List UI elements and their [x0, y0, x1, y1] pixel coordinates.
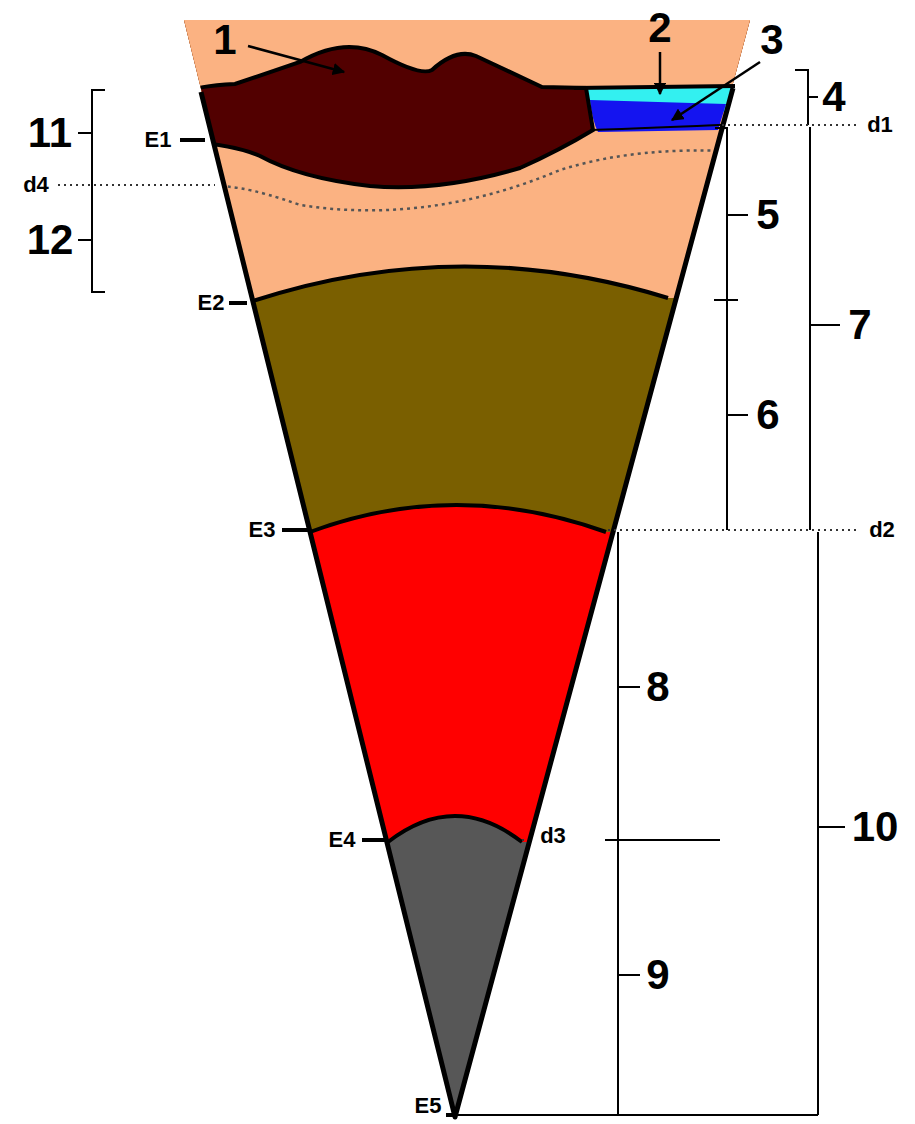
boundary-line — [388, 816, 522, 842]
depth-label: d4 — [23, 174, 49, 196]
boundary-line — [310, 505, 606, 532]
callout-number: 10 — [852, 806, 899, 848]
continental-crust — [190, 47, 593, 187]
callout-number: 3 — [760, 19, 783, 61]
boundary-label: E4 — [329, 829, 356, 851]
outer-core — [0, 0, 915, 842]
depth-label: d3 — [540, 825, 566, 847]
surface-line — [574, 86, 735, 88]
callout-number: 4 — [822, 76, 845, 118]
callout-number: 8 — [646, 666, 669, 708]
cone-outline — [201, 88, 733, 1117]
lower-mantle — [0, 0, 915, 532]
upper-mantle — [0, 0, 915, 304]
arrows — [248, 46, 760, 120]
boundary-line — [244, 266, 668, 304]
brackets — [78, 70, 845, 1115]
callout-number: 6 — [756, 394, 779, 436]
boundary-label: E5 — [415, 1095, 442, 1117]
lithosphere-boundary — [200, 150, 740, 210]
boundary-label: E3 — [249, 519, 276, 541]
callout-number: 7 — [848, 304, 871, 346]
boundary-label: E2 — [198, 292, 225, 314]
boundary-label: E1 — [145, 129, 172, 151]
callout-number: 12 — [27, 219, 74, 261]
callout-number: 2 — [648, 7, 671, 49]
depth-lines — [58, 125, 860, 840]
boundary-ticks — [180, 140, 456, 1115]
callout-number: 5 — [756, 194, 779, 236]
depth-label: d1 — [867, 114, 893, 136]
depth-label: d2 — [869, 519, 895, 541]
callout-number: 1 — [213, 19, 236, 61]
callout-number: 11 — [28, 112, 72, 154]
callout-number: 9 — [646, 954, 669, 996]
